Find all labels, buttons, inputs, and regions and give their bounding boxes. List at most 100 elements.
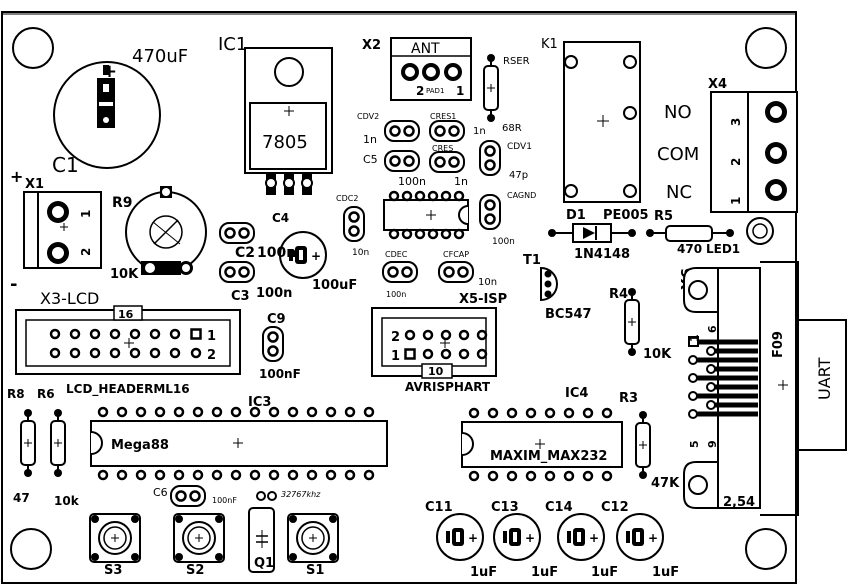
x2-pin2-label: 2 xyxy=(416,84,424,98)
x5-pin10-label: 10 xyxy=(428,365,444,378)
c12-name-label: C12 xyxy=(601,500,629,515)
r6-value-label: 10k xyxy=(54,494,80,508)
x2-antenna-terminal xyxy=(390,37,472,101)
cdv2-capacitor xyxy=(383,119,421,143)
x1-pin1-label: 1 xyxy=(79,210,93,218)
ic4-name-label: IC4 xyxy=(565,386,588,401)
db9-pin6-label: 6 xyxy=(706,325,719,333)
x2-ant-label: ANT xyxy=(411,41,440,57)
s1-button xyxy=(287,513,339,563)
s2-label: S2 xyxy=(186,563,204,578)
cdc2-capacitor xyxy=(342,205,366,243)
d1-name-label: D1 xyxy=(566,208,586,223)
cagnd-name-label: CAGND xyxy=(507,191,536,200)
cdv1-name-label: CDV1 xyxy=(507,142,532,152)
rf-ic xyxy=(383,199,469,231)
c4-value-label: 100uF xyxy=(312,278,357,293)
x3-pin16-label: 16 xyxy=(118,308,134,321)
rser-name-label: RSER xyxy=(503,56,530,67)
c2-name-label: C2 xyxy=(235,245,255,261)
x3-name-label: X3-LCD xyxy=(40,289,99,308)
c2-value-label: 100n xyxy=(257,245,296,261)
c12-capacitor xyxy=(616,513,664,561)
t1-transistor xyxy=(540,266,558,302)
ic3-mega88 xyxy=(90,406,388,481)
x4-pin2-label: 2 xyxy=(729,158,743,166)
x2-pad-label: PAD1 xyxy=(426,87,444,95)
rser-value-label: 68R xyxy=(502,123,522,134)
ic1-regulator xyxy=(244,47,333,195)
db9-pin1-label: 1 xyxy=(688,334,701,342)
cfcap-value-label: 10n xyxy=(478,277,497,288)
r9-trimmer xyxy=(125,186,207,275)
x2-name-label: X2 xyxy=(362,38,381,53)
rser-resistor xyxy=(483,53,499,123)
cdec-capacitor xyxy=(381,260,419,284)
x1-pin2-label: 2 xyxy=(79,248,93,256)
k1-relay xyxy=(563,41,641,203)
s3-button xyxy=(89,513,141,563)
r4-name-label: R4 xyxy=(609,287,628,302)
c14-value-label: 1uF xyxy=(591,565,618,580)
c13-name-label: C13 xyxy=(491,500,519,515)
x3-pin2-label: 2 xyxy=(207,348,216,363)
x3-header-label: LCD_HEADERML16 xyxy=(66,382,190,397)
r8-resistor xyxy=(20,408,36,478)
cagnd-capacitor xyxy=(478,193,502,231)
relay-no-label: NO xyxy=(664,102,692,123)
c1-name-label: C1 xyxy=(52,153,79,177)
r3-name-label: R3 xyxy=(619,391,638,406)
cdv2-name-label: CDV2 xyxy=(357,112,379,121)
ic3-part-label: Mega88 xyxy=(111,438,169,453)
c9-name-label: C9 xyxy=(267,312,286,327)
t1-name-label: T1 xyxy=(523,253,541,268)
c12-value-label: 1uF xyxy=(652,565,679,580)
c1-capacitor xyxy=(53,61,161,169)
c3-name-label: C3 xyxy=(231,289,250,304)
c3-capacitor xyxy=(218,260,256,284)
mounting-hole xyxy=(10,528,52,570)
cagnd-value-label: 100n xyxy=(492,237,515,247)
x5-name-label: X5-ISP xyxy=(459,292,507,307)
x1-plus-label: + xyxy=(10,167,23,186)
t1-part-label: BC547 xyxy=(545,307,592,322)
s2-button xyxy=(173,513,225,563)
c3-value-label: 100n xyxy=(256,286,292,301)
pe005-label: PE005 xyxy=(603,208,649,223)
c13-capacitor xyxy=(493,513,541,561)
x3-pin1-label: 1 xyxy=(207,329,216,344)
x4-screw-terminal xyxy=(710,91,798,213)
ic1-name-label: IC1 xyxy=(218,34,247,55)
x1-power-terminal xyxy=(23,191,102,269)
c5-capacitor xyxy=(383,149,421,173)
r5-resistor xyxy=(646,225,734,242)
pitch-label: 2,54 xyxy=(723,495,755,510)
led1 xyxy=(746,217,774,245)
cres-value-label: 1n xyxy=(454,175,468,188)
r5-name-label: R5 xyxy=(654,209,673,224)
x5-pin1-label: 1 xyxy=(391,349,400,364)
cdv1-capacitor xyxy=(478,139,502,177)
r8-value-label: 47 xyxy=(13,491,30,505)
cres1-name-label: CRES1 xyxy=(430,112,456,121)
d1-diode xyxy=(548,223,636,243)
x6-db9-connector xyxy=(683,261,847,516)
cres1-value-label: 1n xyxy=(473,126,486,137)
cdc2-name-label: CDC2 xyxy=(336,194,358,203)
c6-capacitor xyxy=(169,484,207,508)
r9-name-label: R9 xyxy=(112,195,133,211)
r3-resistor xyxy=(635,410,651,480)
r6-resistor xyxy=(50,408,66,478)
cdc2-value-label: 10n xyxy=(352,248,369,258)
led1-name-label: LED1 xyxy=(706,242,740,256)
r6-name-label: R6 xyxy=(37,387,55,401)
x5-isp-header xyxy=(371,307,497,379)
s1-label: S1 xyxy=(306,563,324,578)
k1-name-label: K1 xyxy=(541,37,558,52)
mounting-hole xyxy=(12,27,54,69)
c11-capacitor xyxy=(436,513,484,561)
ic4-max232 xyxy=(461,407,623,482)
c1-plus-label: + xyxy=(102,61,117,82)
x3-lcd-header xyxy=(15,305,241,375)
ic1-part-label: 7805 xyxy=(262,132,308,153)
